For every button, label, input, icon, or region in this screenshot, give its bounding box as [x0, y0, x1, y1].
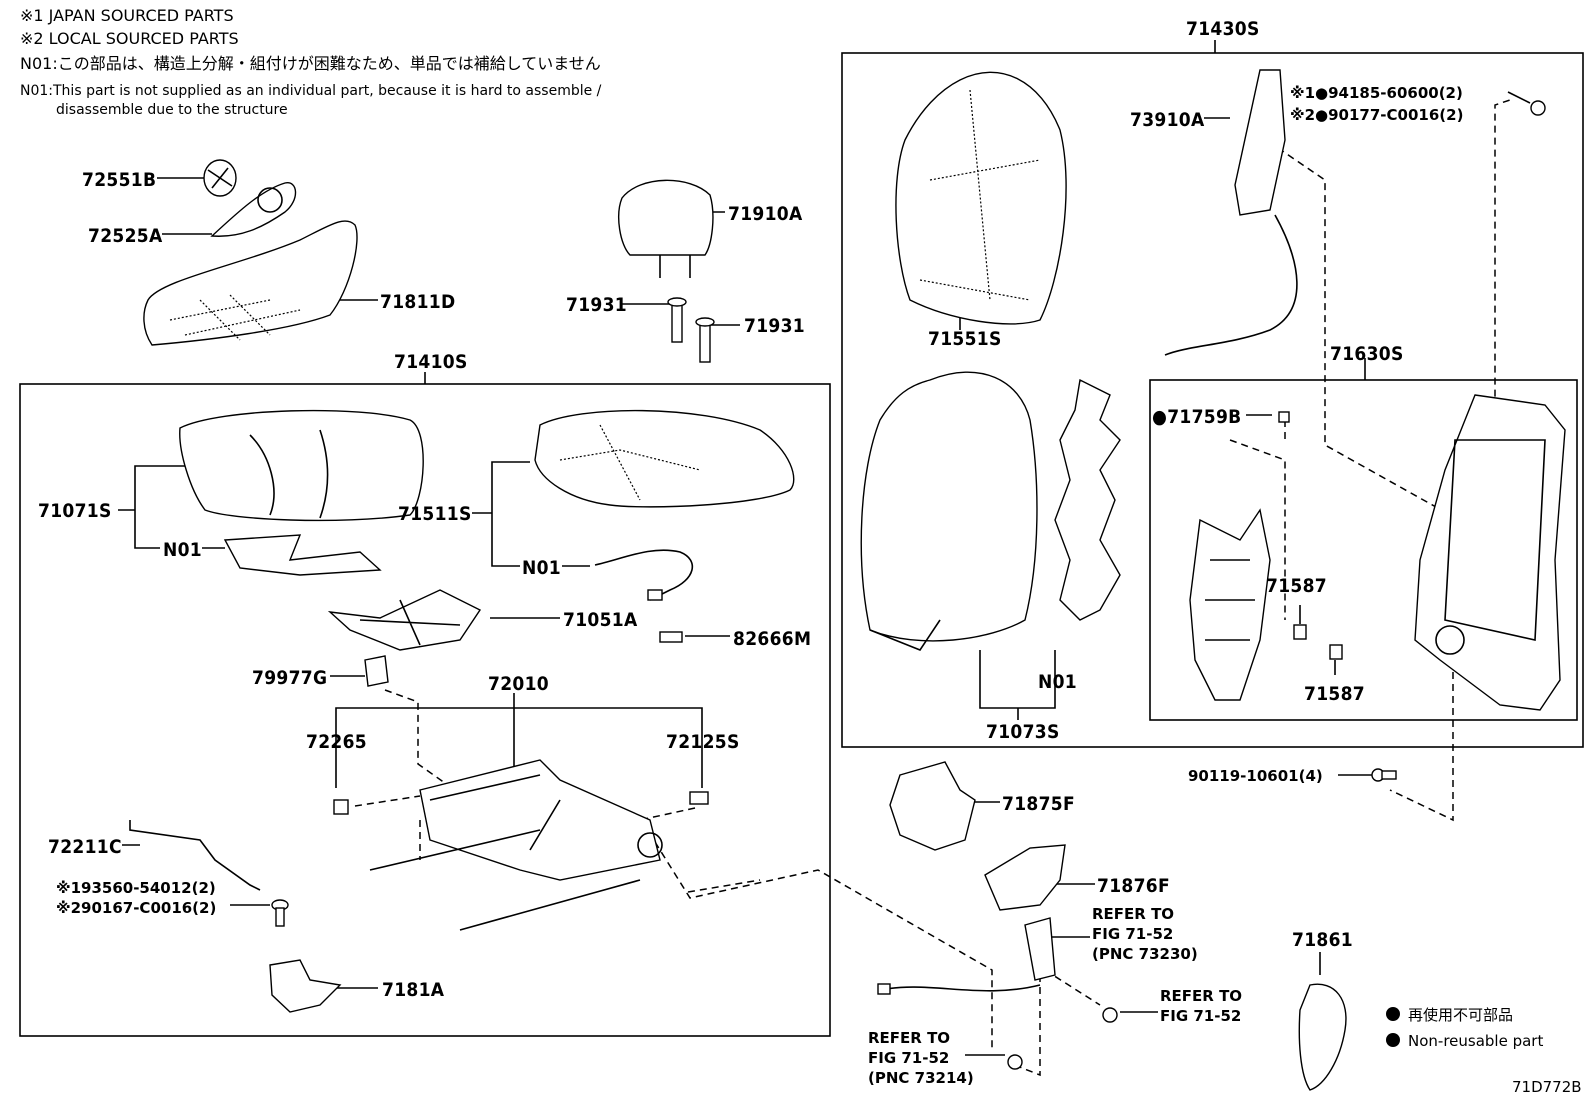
leader-lines — [118, 40, 1531, 1056]
assembly-dashed-lines — [354, 99, 1511, 1077]
part-labels: 72551B 72525A 71811D 71910A 71931 71931 … — [38, 18, 1582, 1096]
label-refer-3-line3: (PNC 73214) — [868, 1069, 974, 1087]
label-72010: 72010 — [488, 673, 549, 695]
part-nut-refer-3 — [1007, 1054, 1023, 1070]
label-refer-1-line2: FIG 71-52 — [1092, 925, 1173, 943]
part-71071S-cushion-cover — [179, 409, 424, 522]
part-72010-adjuster — [369, 759, 663, 931]
part-N01-harness — [594, 549, 694, 601]
note-local-sourced: ※2 LOCAL SOURCED PARTS — [20, 29, 239, 48]
label-71875F: 71875F — [1002, 793, 1075, 815]
label-refer-2-line1: REFER TO — [1160, 987, 1242, 1005]
label-72211C: 72211C — [48, 836, 122, 858]
note-n01-english-line2: disassemble due to the structure — [56, 102, 288, 118]
label-71931-left: 71931 — [566, 294, 627, 316]
label-71587-b: 71587 — [1304, 683, 1365, 705]
part-bolt-90119 — [1371, 768, 1397, 782]
label-72525A: 72525A — [88, 225, 163, 247]
label-79977G: 79977G — [252, 667, 327, 689]
part-72125S-clip — [689, 791, 709, 805]
non-reusable-bullet-en — [1386, 1033, 1400, 1047]
part-71587-clip-b — [1329, 644, 1343, 660]
part-nut-94185 — [1530, 100, 1546, 116]
note-japan-sourced: ※1 JAPAN SOURCED PARTS — [20, 6, 234, 25]
label-73910A: 73910A — [1130, 109, 1205, 131]
part-71551S-back-cover — [895, 71, 1067, 325]
part-N01-pad-left — [223, 534, 382, 576]
part-79977G-sheet — [364, 655, 389, 687]
part-back-frame — [1414, 394, 1566, 711]
non-reusable-bullet-jp — [1386, 1007, 1400, 1021]
label-nut-1: ※1●94185-60600(2) — [1290, 84, 1463, 102]
label-71051A: 71051A — [563, 609, 638, 631]
note-n01-english-line1: N01:This part is not supplied as an indi… — [20, 83, 602, 99]
label-71551S: 71551S — [928, 328, 1002, 350]
label-N01-a: N01 — [163, 539, 202, 561]
label-71759B: ●71759B — [1152, 406, 1242, 428]
label-refer-3-line2: FIG 71-52 — [868, 1049, 949, 1067]
legend-non-reusable-jp: 再使用不可部品 — [1408, 1006, 1513, 1024]
part-71931-guides — [667, 297, 715, 363]
label-refer-1-line3: (PNC 73230) — [1092, 945, 1198, 963]
label-N01-c: N01 — [1038, 671, 1077, 693]
part-71051A-frame — [327, 589, 482, 651]
label-bolt-2: ※290167-C0016(2) — [56, 899, 216, 917]
label-71876F: 71876F — [1097, 875, 1170, 897]
part-71875F-cover — [889, 761, 976, 851]
part-72525A-cover — [210, 182, 297, 237]
part-71876F-cover — [984, 844, 1066, 911]
label-72265: 72265 — [306, 731, 367, 753]
part-71587-clip-a — [1293, 624, 1307, 640]
note-n01-japanese: N01:この部品は、構造上分解・組付けが困難なため、単品では補給していません — [20, 54, 601, 73]
label-71587-a: 71587 — [1266, 575, 1327, 597]
part-7181A-bracket — [269, 959, 342, 1013]
legend-non-reusable-en: Non-reusable part — [1408, 1032, 1543, 1050]
part-bolt-93560 — [271, 899, 289, 927]
part-72211C-wire — [129, 820, 261, 891]
label-71511S: 71511S — [398, 503, 472, 525]
part-71910A-headrest — [618, 179, 714, 278]
group-box-71430S — [841, 52, 1584, 748]
label-nut-2: ※2●90177-C0016(2) — [1290, 106, 1463, 124]
label-bolt-1: ※193560-54012(2) — [56, 879, 216, 897]
group-box-71630S — [1149, 379, 1578, 721]
illustration-code: 71D772B — [1512, 1078, 1582, 1096]
part-71759B-module — [1189, 411, 1290, 701]
part-73910A-airbag — [1164, 69, 1298, 356]
label-7181A: 7181A — [382, 979, 445, 1001]
label-82666M: 82666M — [733, 628, 811, 650]
part-back-pad — [860, 371, 1038, 651]
label-71410S: 71410S — [394, 351, 468, 373]
label-71811D: 71811D — [380, 291, 455, 313]
part-seatbelt-buckle — [877, 917, 1056, 995]
part-N01-back-sheet — [1054, 378, 1121, 621]
part-72551B-cap — [203, 159, 237, 197]
part-71811D-shield — [143, 220, 358, 346]
label-bolt-90119: 90119-10601(4) — [1188, 767, 1323, 785]
label-refer-3-line1: REFER TO — [868, 1029, 950, 1047]
label-72125S: 72125S — [666, 731, 740, 753]
part-72265-clip — [333, 799, 349, 815]
label-refer-1-line1: REFER TO — [1092, 905, 1174, 923]
part-71861-cover — [1298, 983, 1347, 1091]
label-71931-right: 71931 — [744, 315, 805, 337]
label-71910A: 71910A — [728, 203, 803, 225]
label-71861: 71861 — [1292, 929, 1353, 951]
part-82666M-clip — [659, 631, 683, 643]
label-71430S: 71430S — [1186, 18, 1260, 40]
label-N01-b: N01 — [522, 557, 561, 579]
label-71073S: 71073S — [986, 721, 1060, 743]
label-71071S: 71071S — [38, 500, 112, 522]
label-refer-2-line2: FIG 71-52 — [1160, 1007, 1241, 1025]
part-nut-refer-2 — [1102, 1007, 1118, 1023]
label-71630S: 71630S — [1330, 343, 1404, 365]
label-72551B: 72551B — [82, 169, 156, 191]
part-71511S-cushion-pad — [534, 409, 795, 508]
